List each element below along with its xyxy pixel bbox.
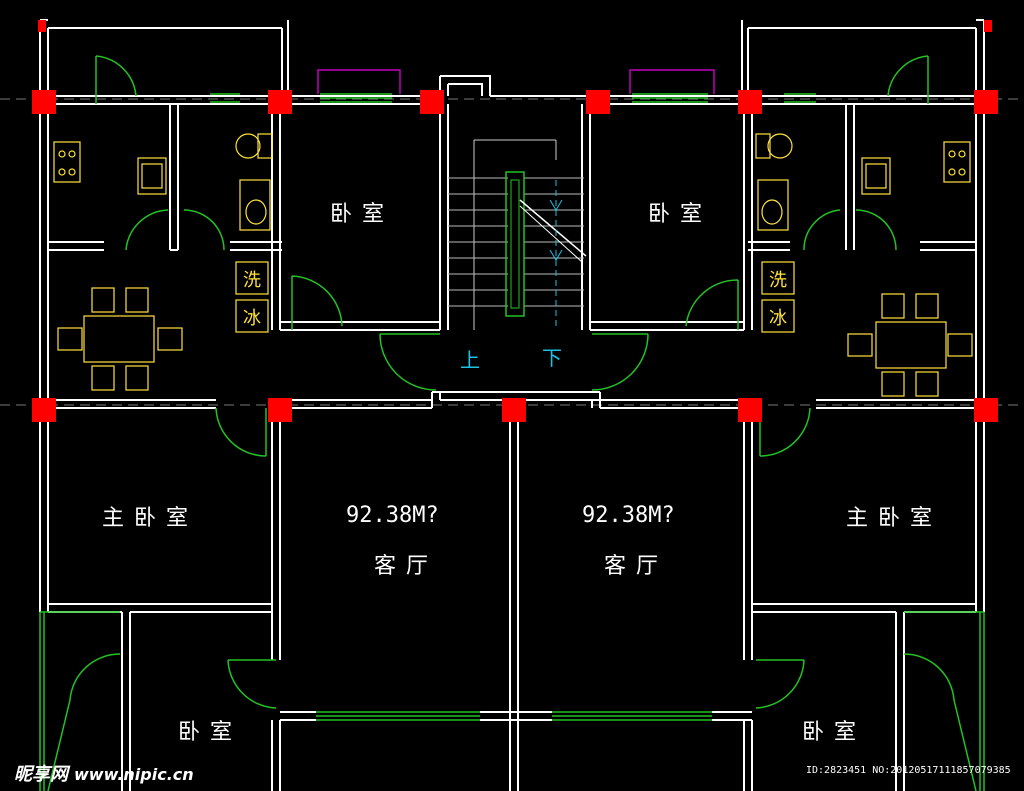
room-label-living-left: 客厅 (374, 554, 439, 579)
doors (47, 55, 977, 791)
walls (39, 19, 985, 791)
fixtures (53, 133, 973, 397)
fridge-label-left: 冰 (243, 308, 261, 329)
room-label-bedroom-bottom-left: 卧室 (178, 720, 243, 745)
area-right: 92.38M? (582, 503, 675, 528)
washer-label-left: 洗 (243, 270, 261, 291)
windows (39, 93, 985, 791)
fridge-label-right: 冰 (769, 308, 787, 329)
room-label-living-right: 客厅 (604, 554, 669, 579)
staircase (448, 139, 587, 330)
watermark-url: www.nipic.cn (74, 765, 194, 784)
room-label-bedroom-top-right: 卧室 (648, 202, 713, 227)
watermark-brand: 昵享网 (14, 764, 68, 785)
watermark: 昵享网 www.nipic.cn (14, 760, 194, 786)
structural-columns (32, 20, 998, 422)
room-label-bedroom-top-left: 卧室 (330, 202, 395, 227)
room-label-bedroom-bottom-right: 卧室 (802, 720, 867, 745)
area-left: 92.38M? (346, 503, 439, 528)
image-id-text: ID:2823451 NO:20120517111857079385 (806, 765, 1011, 776)
washer-label-right: 洗 (769, 270, 787, 291)
stair-down-label: 下 (542, 346, 562, 370)
stair-up-label: 上 (460, 348, 480, 372)
room-label-master-right: 主卧室 (846, 506, 943, 531)
room-label-master-left: 主卧室 (102, 506, 199, 531)
window-tops (317, 69, 715, 94)
